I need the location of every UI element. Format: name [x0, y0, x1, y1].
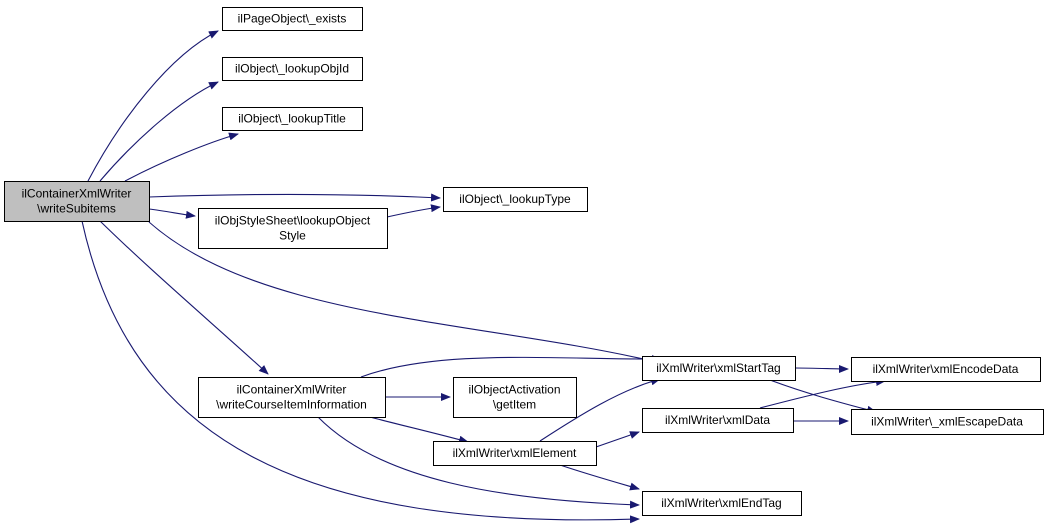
node-xml-end-tag[interactable]: ilXmlWriter\xmlEndTag: [642, 491, 802, 516]
node-box: [222, 7, 363, 31]
node-lookup-obj-id[interactable]: ilObject\_lookupObjId: [222, 57, 363, 81]
node-box: [222, 57, 363, 81]
node-label-line: \writeSubitems: [37, 202, 116, 216]
node-xml-start-tag[interactable]: ilXmlWriter\xmlStartTag: [642, 356, 796, 381]
edge-root-to-write-course-item: [99, 220, 269, 375]
node-label-line: ilXmlWriter\xmlEncodeData: [873, 362, 1019, 376]
node-box: [198, 377, 386, 418]
node-box: [851, 357, 1041, 382]
nodes-layer: ilContainerXmlWriter\writeSubitemsilPage…: [4, 7, 1044, 516]
node-xml-escape-data[interactable]: ilXmlWriter\_xmlEscapeData: [851, 409, 1044, 435]
node-box: [443, 187, 588, 212]
edge-write-course-item-to-xml-element: [369, 416, 469, 444]
node-label-line: ilContainerXmlWriter: [237, 383, 347, 397]
edge-root-to-lookup-title: [124, 132, 239, 182]
node-label-line: ilXmlWriter\xmlElement: [453, 446, 577, 460]
node-label-line: ilContainerXmlWriter: [22, 187, 132, 201]
node-lookup-type[interactable]: ilObject\_lookupType: [443, 187, 588, 212]
node-box: [198, 208, 388, 249]
node-label-line: ilPageObject\_exists: [238, 12, 347, 26]
node-box: [433, 441, 597, 466]
edge-root-to-lookup-object-style: [148, 208, 196, 219]
node-xml-data[interactable]: ilXmlWriter\xmlData: [642, 408, 794, 433]
node-page-exists[interactable]: ilPageObject\_exists: [222, 7, 363, 31]
node-root[interactable]: ilContainerXmlWriter\writeSubitems: [4, 181, 150, 222]
node-label-line: ilXmlWriter\xmlStartTag: [656, 361, 780, 375]
node-box: [642, 491, 802, 516]
edge-root-to-page-exists: [87, 30, 219, 182]
edge-root-to-xml-end-tag: [81, 220, 640, 524]
node-label-line: ilObject\_lookupTitle: [238, 112, 346, 126]
node-box: [4, 181, 150, 222]
node-label-line: Style: [279, 229, 306, 243]
edge-write-course-item-to-xml-end-tag: [317, 416, 640, 509]
node-box: [642, 356, 796, 381]
node-write-course-item[interactable]: ilContainerXmlWriter\writeCourseItemInfo…: [198, 377, 386, 418]
node-label-line: ilXmlWriter\xmlData: [665, 413, 770, 427]
node-label-line: ilXmlWriter\xmlEndTag: [661, 496, 781, 510]
node-xml-element[interactable]: ilXmlWriter\xmlElement: [433, 441, 597, 466]
edge-write-course-item-to-xml-start-tag: [360, 355, 662, 378]
node-label-line: ilObject\_lookupObjId: [235, 62, 349, 76]
node-label-line: ilXmlWriter\_xmlEscapeData: [871, 415, 1023, 429]
node-label-line: ilObjectActivation: [468, 383, 560, 397]
node-get-item[interactable]: ilObjectActivation\getItem: [453, 377, 577, 418]
edge-root-to-lookup-type: [148, 193, 441, 202]
edges-layer: [81, 30, 886, 524]
edge-root-to-lookup-obj-id: [99, 81, 219, 182]
node-box: [222, 107, 363, 131]
node-label-line: \getItem: [493, 398, 536, 412]
node-label-line: ilObjStyleSheet\lookupObject: [215, 214, 371, 228]
node-label-line: \writeCourseItemInformation: [216, 398, 367, 412]
edge-xml-start-tag-to-xml-encode-data: [794, 364, 849, 373]
edge-xml-element-to-xml-end-tag: [559, 464, 640, 491]
edge-xml-data-to-xml-encode-data: [759, 378, 886, 409]
node-box: [851, 409, 1044, 435]
edge-xml-element-to-xml-data: [595, 431, 640, 448]
node-box: [642, 408, 794, 433]
edge-lookup-object-style-to-lookup-type: [386, 204, 441, 218]
node-box: [453, 377, 577, 418]
node-label-line: ilObject\_lookupType: [459, 192, 571, 206]
node-lookup-title[interactable]: ilObject\_lookupTitle: [222, 107, 363, 131]
edge-root-to-xml-start-tag: [148, 221, 662, 365]
node-xml-encode-data[interactable]: ilXmlWriter\xmlEncodeData: [851, 357, 1041, 382]
edge-xml-element-to-xml-start-tag: [539, 377, 661, 442]
